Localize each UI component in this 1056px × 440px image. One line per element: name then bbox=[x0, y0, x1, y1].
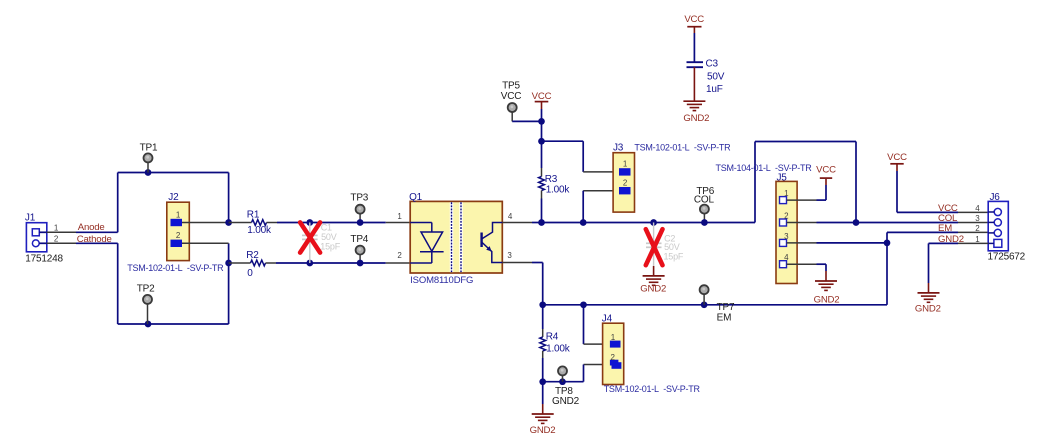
svg-text:J4: J4 bbox=[602, 314, 613, 325]
svg-text:R2: R2 bbox=[246, 250, 259, 261]
svg-text:TP8: TP8 bbox=[555, 386, 573, 397]
svg-text:TP1: TP1 bbox=[140, 143, 158, 154]
svg-text:15pF: 15pF bbox=[664, 251, 684, 261]
svg-text:0: 0 bbox=[247, 268, 253, 279]
svg-text:4: 4 bbox=[508, 212, 513, 221]
svg-text:TSM-102-01-L -SV-P-TR: TSM-102-01-L -SV-P-TR bbox=[127, 263, 224, 273]
svg-text:VCC: VCC bbox=[684, 14, 704, 25]
svg-text:C2: C2 bbox=[664, 234, 675, 244]
svg-text:GND2: GND2 bbox=[683, 113, 709, 124]
svg-text:ISOM8110DFG: ISOM8110DFG bbox=[410, 275, 473, 286]
svg-text:J1: J1 bbox=[25, 213, 36, 224]
svg-text:2: 2 bbox=[623, 178, 628, 187]
svg-text:GND2: GND2 bbox=[814, 295, 840, 306]
svg-text:R1: R1 bbox=[247, 210, 260, 221]
svg-text:1uF: 1uF bbox=[706, 84, 723, 95]
svg-text:GND2: GND2 bbox=[938, 234, 964, 245]
svg-text:VCC: VCC bbox=[887, 152, 907, 163]
svg-text:GND2: GND2 bbox=[530, 425, 556, 436]
svg-text:1: 1 bbox=[397, 212, 402, 221]
svg-text:TSM-102-01-L -SV-P-TR: TSM-102-01-L -SV-P-TR bbox=[634, 142, 731, 152]
svg-text:Q1: Q1 bbox=[409, 192, 423, 203]
svg-text:1.00k: 1.00k bbox=[546, 343, 571, 354]
svg-text:R3: R3 bbox=[545, 174, 558, 185]
svg-text:1.00k: 1.00k bbox=[247, 225, 272, 236]
svg-text:3: 3 bbox=[507, 251, 512, 260]
svg-text:3: 3 bbox=[784, 232, 789, 241]
svg-text:VCC: VCC bbox=[816, 164, 836, 175]
svg-text:1: 1 bbox=[975, 235, 980, 244]
svg-text:VCC: VCC bbox=[938, 203, 958, 214]
svg-text:R4: R4 bbox=[546, 332, 559, 343]
svg-text:50V: 50V bbox=[321, 232, 337, 242]
svg-text:15pF: 15pF bbox=[320, 242, 340, 252]
svg-text:J5: J5 bbox=[777, 172, 788, 183]
svg-text:1: 1 bbox=[54, 224, 59, 233]
svg-text:COL: COL bbox=[938, 213, 958, 224]
svg-text:1751248: 1751248 bbox=[25, 254, 63, 265]
svg-text:1: 1 bbox=[611, 333, 616, 342]
svg-text:Anode: Anode bbox=[78, 222, 105, 233]
svg-text:VCC: VCC bbox=[532, 91, 552, 102]
svg-text:4: 4 bbox=[784, 253, 789, 262]
svg-text:TP2: TP2 bbox=[137, 283, 155, 294]
svg-text:C1: C1 bbox=[321, 223, 332, 233]
svg-text:TP4: TP4 bbox=[350, 234, 368, 245]
svg-text:COL: COL bbox=[694, 195, 715, 206]
svg-text:TP3: TP3 bbox=[350, 192, 368, 203]
svg-text:TP6: TP6 bbox=[696, 186, 714, 197]
svg-text:VCC: VCC bbox=[501, 91, 522, 102]
svg-text:J3: J3 bbox=[613, 142, 624, 153]
svg-text:Cathode: Cathode bbox=[77, 234, 112, 245]
svg-text:2: 2 bbox=[176, 231, 181, 240]
svg-text:J6: J6 bbox=[990, 192, 1001, 203]
svg-text:GND2: GND2 bbox=[552, 396, 580, 407]
svg-text:GND2: GND2 bbox=[640, 283, 666, 294]
svg-text:2: 2 bbox=[397, 251, 402, 260]
svg-text:3: 3 bbox=[975, 214, 980, 223]
svg-text:50V: 50V bbox=[664, 242, 680, 252]
svg-text:J2: J2 bbox=[168, 192, 179, 203]
svg-text:1725672: 1725672 bbox=[988, 252, 1026, 263]
svg-text:TSM-104-01-L -SV-P-TR: TSM-104-01-L -SV-P-TR bbox=[716, 163, 813, 173]
svg-text:4: 4 bbox=[975, 204, 980, 213]
svg-text:TP7: TP7 bbox=[717, 302, 735, 313]
svg-text:1.00k: 1.00k bbox=[546, 184, 571, 195]
svg-text:EM: EM bbox=[717, 312, 732, 323]
svg-text:2: 2 bbox=[784, 212, 789, 221]
svg-text:TP5: TP5 bbox=[502, 81, 520, 92]
svg-text:2: 2 bbox=[610, 353, 615, 362]
svg-text:C3: C3 bbox=[706, 59, 719, 70]
svg-text:1: 1 bbox=[623, 160, 628, 169]
svg-text:TSM-102-01-L -SV-P-TR: TSM-102-01-L -SV-P-TR bbox=[604, 384, 701, 394]
svg-text:1: 1 bbox=[784, 189, 789, 198]
svg-text:1: 1 bbox=[176, 210, 181, 219]
svg-text:EM: EM bbox=[938, 223, 952, 234]
svg-text:2: 2 bbox=[54, 235, 59, 244]
svg-text:50V: 50V bbox=[707, 72, 725, 83]
svg-text:2: 2 bbox=[975, 224, 980, 233]
svg-text:GND2: GND2 bbox=[915, 303, 941, 314]
